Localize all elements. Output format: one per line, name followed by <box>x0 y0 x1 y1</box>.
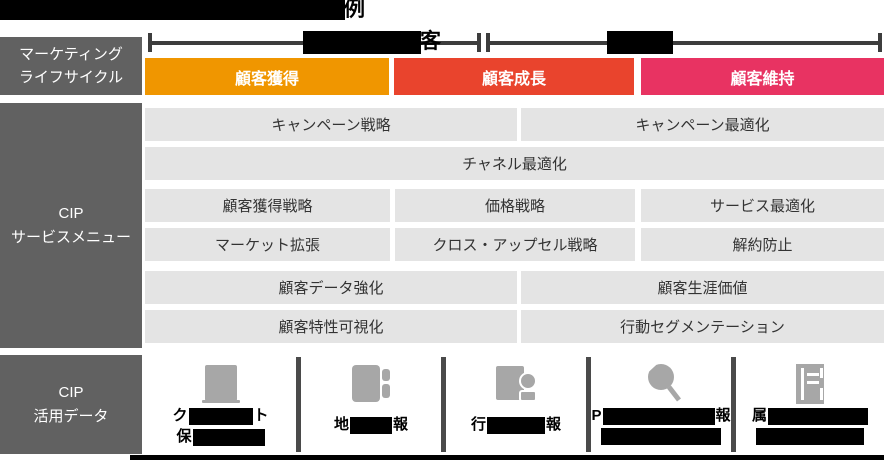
sidebar-data-line1: CIP <box>58 384 84 402</box>
label-redaction <box>487 416 545 434</box>
fragment-ku: ク <box>172 407 188 424</box>
sidebar-lifecycle-line2: ライフサイクル <box>18 69 124 86</box>
fragment-hou: 報 <box>546 416 562 433</box>
cell-behavior-segmentation: 行動セグメンテーション <box>521 310 884 343</box>
data-divider-1 <box>296 357 301 452</box>
fragment-zoku: 属 <box>751 407 767 424</box>
cell-campaign-strategy: キャンペーン戦略 <box>145 108 517 141</box>
map-icon <box>301 363 441 405</box>
label-redaction <box>192 428 265 446</box>
data-item-2-label: 地 報 <box>301 416 441 434</box>
fragment-p: P <box>591 407 602 424</box>
label-redaction <box>350 416 392 434</box>
data-item-1-line2: 保 <box>176 428 265 446</box>
arrow2-line <box>486 41 882 45</box>
data-item-5-label: 属 <box>736 407 884 445</box>
sidebar-service-line1: CIP <box>58 205 84 223</box>
fragment-chi: 地 <box>333 416 349 433</box>
sidebar-service-menu-label: CIP サービスメニュー <box>0 103 142 348</box>
cell-channel-optimization: チャネル最適化 <box>145 147 884 180</box>
label-redaction <box>768 407 868 425</box>
arrow1-right-cap <box>477 33 481 52</box>
fragment-ho: 保 <box>176 428 192 445</box>
fragment-hou: 報 <box>715 407 731 424</box>
label-redaction <box>601 428 721 445</box>
cell-acquisition-strategy: 顧客獲得戦略 <box>145 189 390 222</box>
data-divider-2 <box>441 357 446 452</box>
data-item-3-label: 行 報 <box>446 416 586 434</box>
data-item-4-line1: P 報 <box>591 407 731 425</box>
cell-campaign-optimization: キャンペーン最適化 <box>521 108 884 141</box>
data-item-4-line2 <box>601 428 721 445</box>
bottom-redaction-bar <box>130 455 884 460</box>
credit-card-icon <box>145 363 296 405</box>
data-item-1-label: ク ト 保 <box>145 407 296 446</box>
arrow2-label-redaction <box>607 31 673 54</box>
data-divider-3 <box>586 357 591 452</box>
fragment-hou: 報 <box>393 416 409 433</box>
sidebar-lifecycle-line1: マーケティング <box>19 45 123 63</box>
sidebar-lifecycle-label: マーケティング ライフサイクル <box>0 37 142 95</box>
fragment-to: ト <box>253 407 269 424</box>
arrow1-visible-char: 客 <box>420 30 441 53</box>
page-title-visible-suffix: 例 <box>344 0 365 21</box>
stage-customer-growth: 顧客成長 <box>394 58 634 95</box>
arrow2-right-cap <box>878 33 882 52</box>
cell-cross-upsell-strategy: クロス・アップセル戦略 <box>395 228 635 261</box>
cell-churn-prevention: 解約防止 <box>641 228 884 261</box>
title-redaction-bar <box>0 0 345 20</box>
data-item-4-label: P 報 <box>591 407 731 445</box>
behavior-icon <box>446 363 586 405</box>
arrow1-label-redaction <box>303 31 421 54</box>
fragment-kou: 行 <box>470 416 486 433</box>
cell-pricing-strategy: 価格戦略 <box>395 189 635 222</box>
cell-service-optimization: サービス最適化 <box>641 189 884 222</box>
cell-customer-lifetime-value: 顧客生涯価値 <box>521 271 884 304</box>
label-redaction <box>602 407 715 425</box>
label-redaction <box>756 428 864 445</box>
stage-customer-acquisition: 顧客獲得 <box>145 58 389 95</box>
data-item-2-line1: 地 報 <box>334 416 408 434</box>
cell-customer-trait-visualization: 顧客特性可視化 <box>145 310 517 343</box>
sidebar-data-label: CIP 活用データ <box>0 355 142 454</box>
magnifier-icon <box>591 362 731 405</box>
cell-market-expansion: マーケット拡張 <box>145 228 390 261</box>
document-icon <box>736 363 884 405</box>
sidebar-service-line2: サービスメニュー <box>10 228 131 246</box>
data-item-5-line2 <box>756 428 864 445</box>
data-item-3-line1: 行 報 <box>471 416 561 434</box>
sidebar-data-line2: 活用データ <box>33 407 109 425</box>
data-item-5-line1: 属 <box>752 407 868 425</box>
cell-customer-data-enrichment: 顧客データ強化 <box>145 271 517 304</box>
stage-customer-retention: 顧客維持 <box>641 58 884 95</box>
data-item-1-line1: ク ト <box>172 407 269 425</box>
label-redaction <box>188 407 253 425</box>
data-divider-4 <box>731 357 736 452</box>
